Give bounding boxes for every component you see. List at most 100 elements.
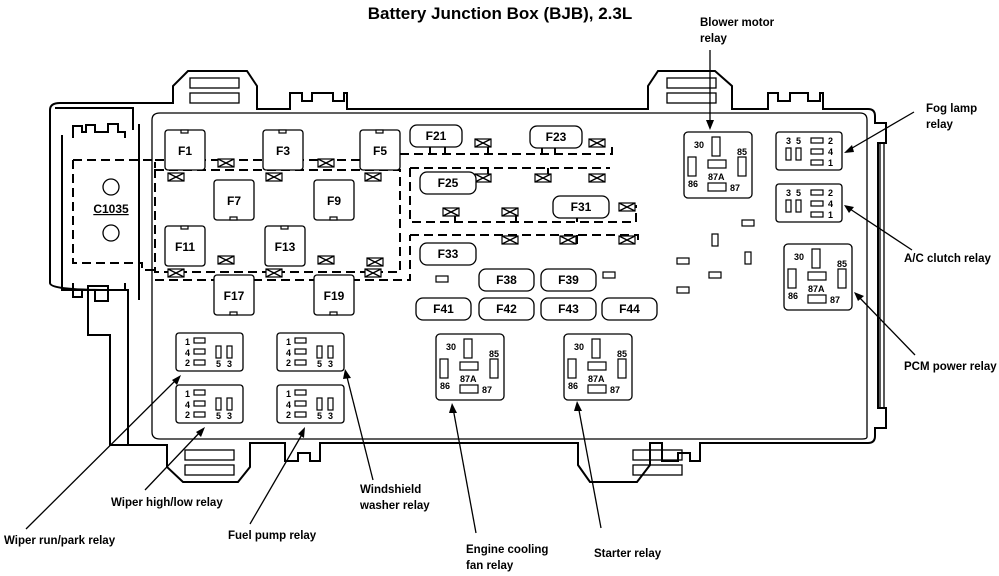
pin-label: 5 — [796, 136, 801, 146]
fuse-f17[interactable]: F17 — [213, 274, 255, 316]
pin-label: 86 — [568, 381, 578, 391]
fuse-label: F21 — [426, 129, 447, 143]
pin-label: 87 — [610, 385, 620, 395]
fuse-f43[interactable]: F43 — [540, 297, 597, 321]
pin-label: 5 — [216, 359, 221, 369]
pin-label: 1 — [185, 337, 190, 347]
fuse-f3[interactable]: F3 — [262, 129, 304, 171]
pin-label: 2 — [286, 358, 291, 368]
label-blower-motor-relay-line2: relay — [700, 33, 727, 45]
connector-pin-hole — [102, 178, 120, 196]
fuse-label: F19 — [324, 289, 345, 303]
pin-label: 4 — [185, 400, 190, 410]
fuse-f38[interactable]: F38 — [478, 268, 535, 292]
terminal-x-marker — [317, 158, 335, 168]
pin-label: 5 — [317, 411, 322, 421]
fuse-label: F39 — [558, 273, 579, 287]
pin-label: 86 — [788, 291, 798, 301]
fuse-label: F11 — [175, 240, 195, 254]
terminal-x-marker — [167, 172, 185, 182]
label-wiper-high-low-relay: Wiper high/low relay — [111, 497, 223, 509]
fuse-f41[interactable]: F41 — [415, 297, 472, 321]
fuse-f33[interactable]: F33 — [419, 242, 477, 266]
diagram-title: Battery Junction Box (BJB), 2.3L — [368, 4, 633, 23]
fuse-f39[interactable]: F39 — [540, 268, 597, 292]
fuse-label: F17 — [224, 289, 245, 303]
fuse-label: F23 — [546, 130, 567, 144]
pin-label: 3 — [786, 136, 791, 146]
fuse-f11[interactable]: F11 — [164, 225, 206, 267]
terminal-x-marker — [501, 235, 519, 245]
fuse-label: F31 — [571, 200, 592, 214]
pin-label: 4 — [286, 400, 291, 410]
terminal-x-marker — [364, 172, 382, 182]
pin-label: 3 — [328, 411, 333, 421]
label-windshield-washer-relay-line2: washer relay — [359, 500, 430, 512]
pin-label: 1 — [286, 389, 291, 399]
pin-label: 85 — [489, 349, 499, 359]
fuse-f25[interactable]: F25 — [419, 171, 477, 195]
label-blower-motor-relay-line1: Blower motor — [700, 17, 775, 29]
pin-label: 2 — [286, 410, 291, 420]
fuse-f44[interactable]: F44 — [601, 297, 658, 321]
pin-label: 30 — [446, 342, 456, 352]
pin-label: 86 — [688, 179, 698, 189]
fuse-f5[interactable]: F5 — [359, 129, 401, 171]
fuse-f13[interactable]: F13 — [264, 225, 306, 267]
label-wiper-run-park-relay: Wiper run/park relay — [4, 535, 116, 547]
label-fog-lamp-relay-line1: Fog lamp — [926, 103, 977, 115]
loose-terminals — [435, 219, 755, 294]
label-ac-clutch-relay: A/C clutch relay — [904, 253, 992, 265]
pin-label: 2 — [828, 188, 833, 198]
pin-label: 30 — [794, 252, 804, 262]
terminal-x-marker — [474, 138, 492, 148]
pin-label: 87A — [808, 284, 825, 294]
fuse-f31[interactable]: F31 — [552, 195, 610, 219]
pin-label: 4 — [286, 348, 291, 358]
label-engine-cooling-fan-relay-line1: Engine cooling — [466, 544, 548, 556]
fuse-f7[interactable]: F7 — [213, 179, 255, 221]
fuse-f42[interactable]: F42 — [478, 297, 535, 321]
label-windshield-washer-relay-line1: Windshield — [360, 484, 421, 496]
label-starter-relay: Starter relay — [594, 548, 662, 560]
fuse-label: F41 — [433, 302, 454, 316]
pin-label: 5 — [317, 359, 322, 369]
terminal-x-marker — [265, 268, 283, 278]
pin-label: 85 — [737, 147, 747, 157]
fuse-f1[interactable]: F1 — [164, 129, 206, 171]
fuse-f23[interactable]: F23 — [529, 125, 583, 149]
pin-label: 4 — [828, 199, 833, 209]
fuse-label: F25 — [438, 176, 459, 190]
fuse-label: F13 — [275, 240, 296, 254]
terminal-x-marker — [317, 255, 335, 265]
callout-labels: Blower motor relay Fog lamp relay A/C cl… — [4, 17, 997, 572]
fuse-label: F1 — [178, 144, 192, 158]
pin-label: 86 — [440, 381, 450, 391]
fuse-f9[interactable]: F9 — [313, 179, 355, 221]
pin-label: 3 — [227, 359, 232, 369]
pin-label: 1 — [828, 158, 833, 168]
pin-label: 87 — [730, 183, 740, 193]
terminal-x-marker — [217, 158, 235, 168]
fuse-label: F7 — [227, 194, 241, 208]
pin-label: 5 — [796, 188, 801, 198]
fuse-f21[interactable]: F21 — [409, 124, 463, 148]
fuse-f19[interactable]: F19 — [313, 274, 355, 316]
pin-label: 3 — [786, 188, 791, 198]
pin-label: 87 — [830, 295, 840, 305]
terminal-x-marker — [618, 235, 636, 245]
pin-label: 87A — [588, 374, 605, 384]
terminal-x-marker — [265, 172, 283, 182]
